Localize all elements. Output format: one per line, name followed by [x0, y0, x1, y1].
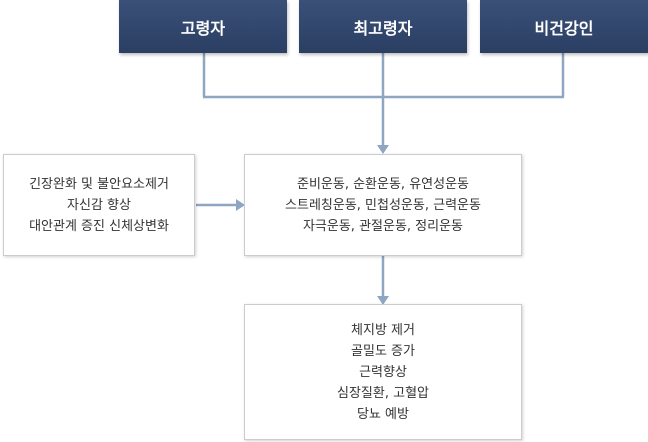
header-label: 고령자 — [180, 18, 226, 38]
box-line: 준비운동, 순환운동, 유연성운동 — [296, 176, 469, 192]
box-line: 골밀도 증가 — [351, 343, 415, 359]
box-line: 체지방 제거 — [351, 322, 415, 338]
header-label: 최고령자 — [353, 18, 413, 38]
box-line: 자신감 향상 — [67, 197, 131, 213]
physical-effects-box: 체지방 제거 골밀도 증가 근력향상 심장질환, 고혈압 당뇨 예방 — [244, 304, 522, 440]
box-line: 스트레칭운동, 민첩성운동, 근력운동 — [285, 197, 481, 213]
header-unhealthy: 비건강인 — [480, 0, 648, 53]
header-oldest-old: 최고령자 — [299, 0, 467, 53]
header-label: 비건강인 — [534, 18, 594, 38]
box-line: 긴장완화 및 불안요소제거 — [29, 176, 169, 192]
psychological-effects-box: 긴장완화 및 불안요소제거 자신감 향상 대안관계 증진 신체상변화 — [3, 154, 195, 256]
box-line: 당뇨 예방 — [357, 406, 409, 422]
box-line: 자극운동, 관절운동, 정리운동 — [302, 218, 464, 234]
box-line: 심장질환, 고혈압 — [337, 385, 429, 401]
header-elderly: 고령자 — [119, 0, 287, 53]
box-line: 대안관계 증진 신체상변화 — [29, 218, 169, 234]
arrow-head-left — [236, 199, 245, 211]
arrow-head-bottom — [377, 296, 389, 305]
exercise-types-box: 준비운동, 순환운동, 유연성운동 스트레칭운동, 민첩성운동, 근력운동 자극… — [244, 154, 522, 256]
box-line: 근력향상 — [359, 364, 407, 380]
arrow-head-center — [377, 145, 389, 154]
